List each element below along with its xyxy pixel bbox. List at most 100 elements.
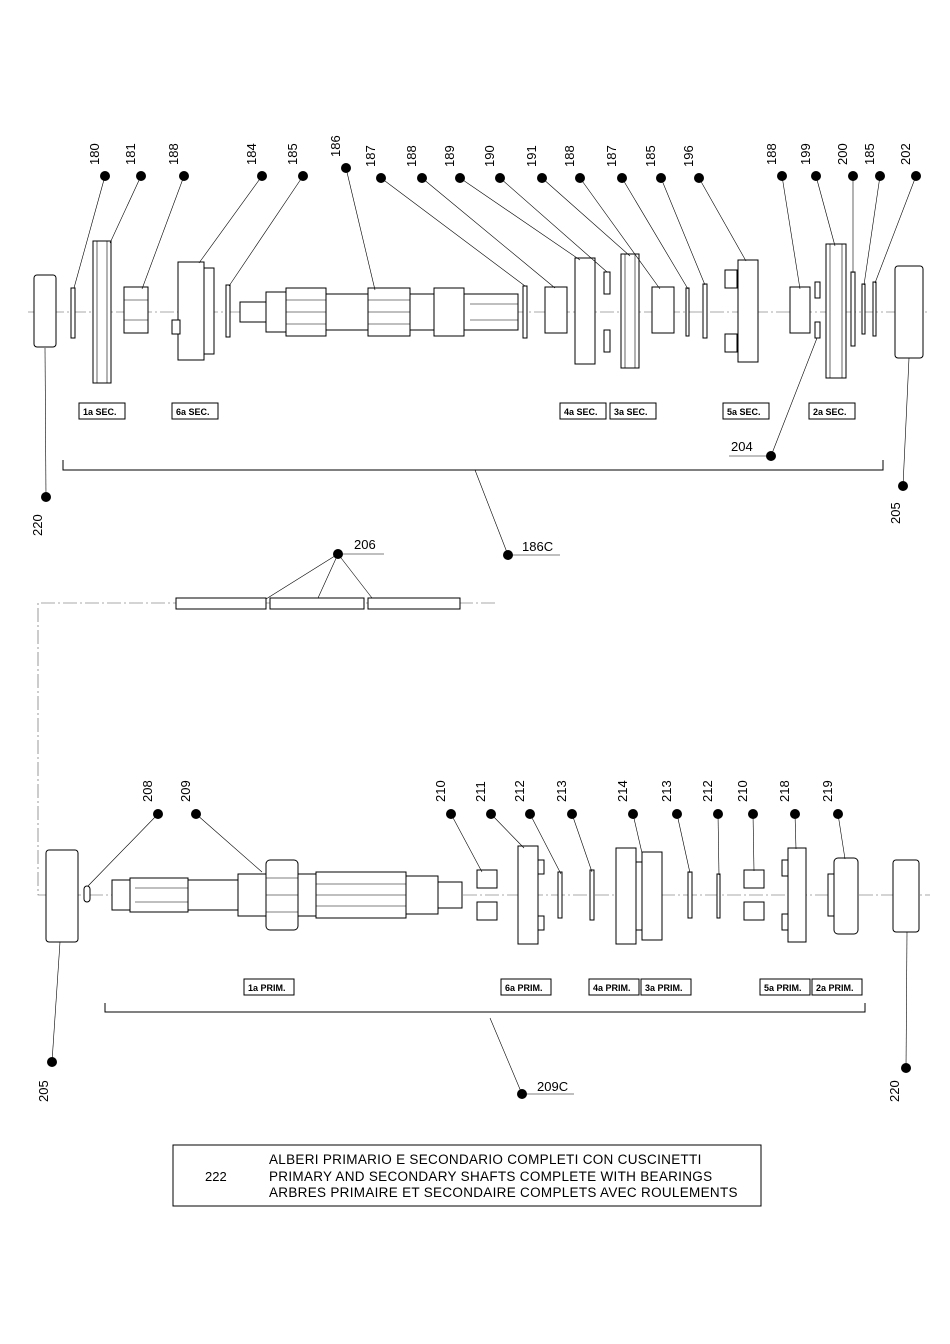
shim-180 <box>70 287 76 339</box>
callout-212-a: 212 <box>512 780 527 802</box>
needle-bearing-210-b-bottom <box>743 901 765 921</box>
gear-211 <box>517 845 539 945</box>
label-220-top: 220 <box>30 514 45 536</box>
callout-213-b: 213 <box>659 780 674 802</box>
gear-181 <box>92 240 112 384</box>
shim-202 <box>872 281 877 337</box>
shim-185-b <box>702 283 708 339</box>
callout-188-c: 188 <box>562 145 577 167</box>
callout-189: 189 <box>442 145 457 167</box>
shim-185-a <box>225 284 231 338</box>
secondary-callout-dots <box>41 163 921 560</box>
callout-180: 180 <box>87 143 102 165</box>
callout-187-a: 187 <box>363 145 378 167</box>
primary-callout-dots <box>47 809 911 1099</box>
pin-208 <box>83 885 91 903</box>
bearing-220-left <box>33 274 57 348</box>
callout-202: 202 <box>898 143 913 165</box>
callout-188-d: 188 <box>764 143 779 165</box>
callout-211: 211 <box>473 781 488 802</box>
tag-6a-sec: 6a SEC. <box>176 407 210 417</box>
secondary-callout-labels: 180 181 188 184 185 186 187 188 189 190 … <box>30 135 913 556</box>
callout-212-b: 212 <box>700 780 715 802</box>
label-209c: 209C <box>537 1079 568 1094</box>
needle-bearing-188-d <box>789 286 811 334</box>
label-206: 206 <box>354 537 376 552</box>
tag-1a-prim: 1a PRIM. <box>248 983 286 993</box>
caption-number: 222 <box>205 1169 227 1184</box>
secondary-shaft-186 <box>239 287 519 337</box>
bearing-205-right <box>894 265 924 359</box>
callout-196: 196 <box>681 145 696 167</box>
callout-185-b: 185 <box>643 145 658 167</box>
shim-212-a <box>589 869 595 921</box>
callout-210-a: 210 <box>433 780 448 802</box>
washer-187-b <box>685 287 690 337</box>
caption-frame <box>172 1144 762 1207</box>
label-204: 204 <box>731 439 753 454</box>
primary-shaft-209 <box>111 859 463 931</box>
tag-2a-sec: 2a SEC. <box>813 407 847 417</box>
gear-218 <box>787 847 807 943</box>
gear-191 <box>620 253 640 369</box>
shaft-segment-a <box>175 597 267 610</box>
washer-213-a <box>557 871 563 919</box>
shim-212-b <box>716 873 721 919</box>
gear-214-a <box>615 847 637 945</box>
bearing-220-right <box>892 859 920 933</box>
callout-184: 184 <box>244 143 259 165</box>
callout-210-b: 210 <box>735 780 750 802</box>
callout-185-a: 185 <box>285 143 300 165</box>
gear-199 <box>825 243 847 379</box>
needle-bearing-210-a-bottom <box>476 901 498 921</box>
callout-214: 214 <box>615 780 630 802</box>
callout-185-c: 185 <box>862 143 877 165</box>
tag-4a-prim: 4a PRIM. <box>593 983 631 993</box>
callout-188-a: 188 <box>166 143 181 165</box>
washer-213-b <box>687 871 693 919</box>
bearing-205-left <box>45 849 79 943</box>
secondary-gear-tags: 1a SEC. 6a SEC. 4a SEC. 3a SEC. 5a SEC. … <box>78 402 856 420</box>
primary-bracket <box>104 1003 866 1013</box>
shim-185-c <box>861 283 866 335</box>
tag-5a-prim: 5a PRIM. <box>764 983 802 993</box>
tag-3a-prim: 3a PRIM. <box>645 983 683 993</box>
callout-190: 190 <box>482 145 497 167</box>
caption-line-french: ARBRES PRIMAIRE ET SECONDAIRE COMPLETS A… <box>269 1185 738 1200</box>
label-205-top: 205 <box>888 502 903 524</box>
caption-line-english: PRIMARY AND SECONDARY SHAFTS COMPLETE WI… <box>269 1169 712 1184</box>
callout-219: 219 <box>820 780 835 802</box>
gear-184 <box>177 261 205 361</box>
needle-bearing-210-a-top <box>476 869 498 889</box>
secondary-leader-lines <box>44 167 917 556</box>
secondary-bracket <box>62 460 884 471</box>
secondary-shaft-assembly <box>28 167 930 556</box>
callout-187-b: 187 <box>604 145 619 167</box>
primary-gear-tags: 1a PRIM. 6a PRIM. 4a PRIM. 3a PRIM. 5a P… <box>243 978 863 996</box>
tag-3a-sec: 3a SEC. <box>614 407 648 417</box>
caption-line-italian: ALBERI PRIMARIO E SECONDARIO COMPLETI CO… <box>269 1152 702 1167</box>
label-205-bottom: 205 <box>36 1080 51 1102</box>
tag-1a-sec: 1a SEC. <box>83 407 117 417</box>
callout-191: 191 <box>524 145 539 167</box>
callout-213-a: 213 <box>554 780 569 802</box>
needle-bearing-188-b <box>544 286 568 334</box>
needle-bearing-210-b-top <box>743 869 765 889</box>
shaft-segment-c <box>367 597 461 610</box>
callout-209: 209 <box>178 780 193 802</box>
gear-196 <box>737 259 759 363</box>
primary-callout-labels: 208 209 210 211 212 213 214 213 212 210 … <box>36 780 902 1102</box>
callout-188-b: 188 <box>404 145 419 167</box>
callout-186: 186 <box>328 135 343 157</box>
washer-187-a <box>522 285 528 339</box>
tag-5a-sec: 5a SEC. <box>727 407 761 417</box>
label-220-bottom: 220 <box>887 1080 902 1102</box>
gear-214-b <box>641 851 663 941</box>
shim-200 <box>850 271 856 347</box>
shaft-segment-b <box>269 597 365 610</box>
callout-200: 200 <box>835 143 850 165</box>
label-186c: 186C <box>522 539 553 554</box>
needle-bearing-188-c <box>651 286 675 334</box>
caption-box: 222 ALBERI PRIMARIO E SECONDARIO COMPLET… <box>172 1144 762 1207</box>
